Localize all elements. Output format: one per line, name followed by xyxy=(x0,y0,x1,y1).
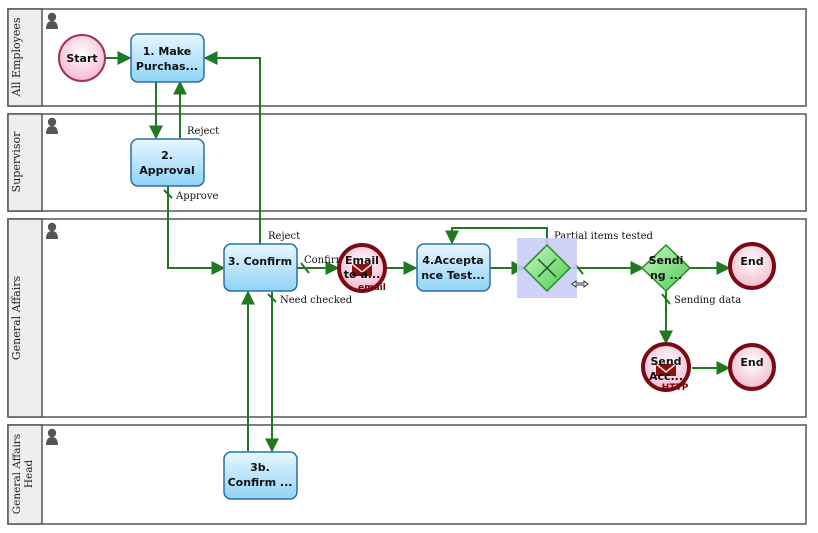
flow-label-sending-data: Sending data xyxy=(674,295,741,306)
send-http-event[interactable]: Send Acc... HTTP xyxy=(641,342,691,393)
task-label-line2: Confirm ... xyxy=(228,476,293,489)
flow-label-reject: Reject xyxy=(268,231,300,242)
flow-label-approve: Approve xyxy=(175,191,218,202)
person-icon xyxy=(46,222,58,239)
lane-header xyxy=(7,424,43,525)
send-http-label-line1: Send xyxy=(650,355,681,368)
flow-label-partial-items-tested: Partial items tested xyxy=(554,231,654,242)
envelope-icon xyxy=(655,363,677,376)
start-event-label: Start xyxy=(66,52,97,65)
flow-label-confirm: Confirm xyxy=(304,255,346,266)
task-label-line2: nce Test... xyxy=(421,269,485,282)
flow-label-reject: Reject xyxy=(187,126,219,137)
email-badge: email xyxy=(358,283,386,293)
lane-supervisor[interactable]: Supervisor xyxy=(7,113,807,212)
task-label-line1: 3. Confirm xyxy=(228,255,292,268)
sending-gateway[interactable]: Sendi ng ... xyxy=(640,243,692,293)
http-badge: HTTP xyxy=(662,383,689,393)
lane-header xyxy=(7,113,43,212)
send-http-label-line2: Acc... xyxy=(649,370,683,383)
lane-title: Supervisor xyxy=(10,131,23,192)
task-confirm-head[interactable]: 3b. Confirm ... xyxy=(223,451,298,500)
person-icon xyxy=(46,12,58,29)
task-label-line2: Approval xyxy=(139,164,195,177)
lane-header xyxy=(7,218,43,418)
lane-title: General Affairs xyxy=(10,276,23,361)
person-icon xyxy=(46,428,58,445)
sending-gateway-label-line1: Sendi xyxy=(649,254,684,267)
task-label-line1: 1. Make xyxy=(143,45,192,58)
end-event[interactable]: End xyxy=(728,242,776,290)
task-label-line1: 2. xyxy=(161,149,173,162)
lane-header xyxy=(7,8,43,107)
lane-title: All Employees xyxy=(10,17,23,97)
email-event-label-line2: to a... xyxy=(344,268,381,281)
task-label-line2: Purchas... xyxy=(136,60,198,73)
move-cursor-icon xyxy=(571,280,589,288)
task-acceptance-test[interactable]: 4.Accepta nce Test... xyxy=(416,243,491,292)
lane-title: General AffairsHead xyxy=(11,434,35,514)
exclusive-gateway[interactable] xyxy=(517,238,577,298)
flow-label-need-checked: Need checked xyxy=(280,295,353,306)
email-event[interactable]: Email to a... email xyxy=(337,243,387,293)
lane-general-affairs-head[interactable]: General AffairsHead xyxy=(7,424,807,525)
flow-task2-approve[interactable] xyxy=(167,186,226,275)
end-event-label: End xyxy=(740,356,763,369)
task-label-line1: 3b. xyxy=(250,461,270,474)
task-label-line1: 4.Accepta xyxy=(422,254,483,267)
sequence-flows xyxy=(106,51,731,453)
envelope-icon xyxy=(351,263,373,276)
email-event-label-line1: Email xyxy=(345,254,379,267)
end-event-label: End xyxy=(740,255,763,268)
end-event[interactable]: End xyxy=(728,343,776,391)
task-confirm[interactable]: 3. Confirm xyxy=(223,243,298,292)
task-approval[interactable]: 2. Approval xyxy=(130,138,205,187)
task-make-purchase[interactable]: 1. Make Purchas... xyxy=(130,33,205,83)
flow-task3-reject[interactable] xyxy=(203,51,261,244)
sending-gateway-label-line2: ng ... xyxy=(650,269,682,282)
start-event[interactable]: Start xyxy=(58,34,106,82)
person-icon xyxy=(46,117,58,134)
x-icon xyxy=(537,258,557,278)
flow-partial-items-tested[interactable] xyxy=(445,227,548,245)
